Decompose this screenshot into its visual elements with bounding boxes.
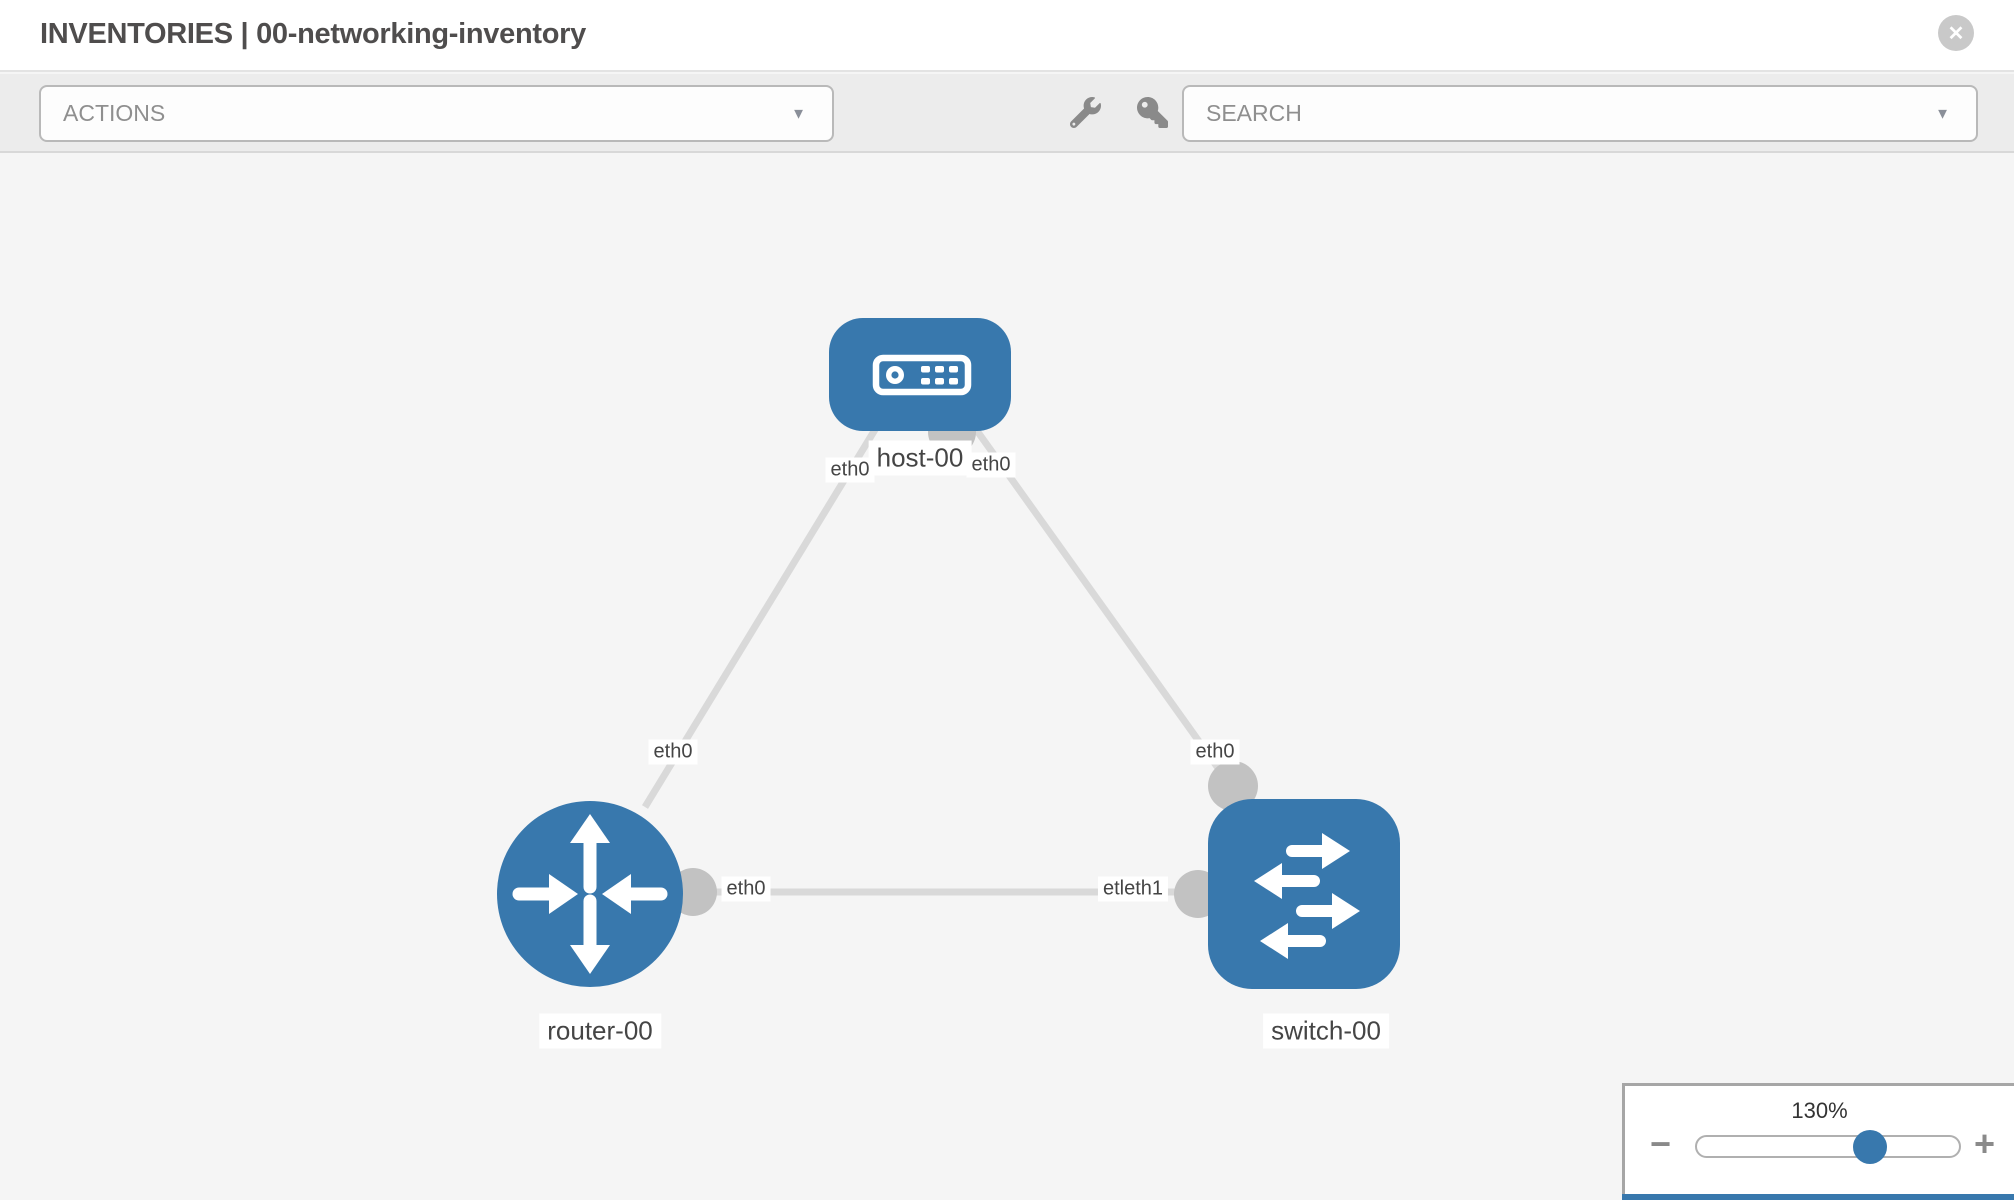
interface-label: eth0: [721, 876, 771, 902]
node-label-host: host-00: [868, 440, 972, 476]
zoom-control-panel: 130% − +: [1622, 1083, 2014, 1200]
search-dropdown[interactable]: SEARCH ▼: [1182, 85, 1978, 142]
interface-label: eth0: [648, 739, 698, 765]
chevron-down-icon: ▼: [791, 105, 806, 122]
actions-dropdown[interactable]: ACTIONS ▼: [39, 85, 834, 142]
switch-icon: [1254, 833, 1360, 959]
zoom-out-button[interactable]: −: [1650, 1123, 1672, 1164]
chevron-down-icon: ▼: [1935, 105, 1950, 122]
close-icon: ✕: [1947, 22, 1965, 45]
zoom-in-button[interactable]: +: [1974, 1123, 1996, 1164]
configure-tools-button[interactable]: [1063, 90, 1107, 134]
actions-dropdown-label: ACTIONS: [63, 100, 166, 126]
interface-label: eth0: [966, 452, 1016, 478]
link-host-switch[interactable]: [972, 425, 1236, 792]
router-icon: [512, 814, 668, 974]
credentials-button[interactable]: [1130, 90, 1174, 134]
node-switch-00[interactable]: [1208, 799, 1400, 989]
key-icon: [1136, 96, 1168, 128]
interface-label: eth0: [825, 457, 875, 483]
page-title: INVENTORIES | 00-networking-inventory: [40, 18, 586, 50]
close-button[interactable]: ✕: [1938, 15, 1974, 51]
node-router-00[interactable]: [497, 801, 683, 987]
node-label-router: router-00: [539, 1013, 661, 1049]
node-label-switch: switch-00: [1263, 1013, 1389, 1049]
toolbar: ACTIONS ▼ SEARCH ▼: [0, 74, 2014, 153]
port-switch-top: [1208, 761, 1258, 811]
zoom-level-value: 130%: [1791, 1098, 1848, 1123]
host-icon: [872, 354, 972, 396]
zoom-slider-track[interactable]: [1695, 1130, 1961, 1164]
topology-canvas[interactable]: host-00 router-00 switch-00 eth0 eth0 et…: [0, 155, 2014, 1200]
node-host-00[interactable]: [829, 318, 1011, 431]
interface-label: etleth1: [1097, 876, 1169, 902]
search-placeholder: SEARCH: [1206, 100, 1302, 126]
panel-accent-strip: [1622, 1194, 2014, 1200]
title-bar: INVENTORIES | 00-networking-inventory ✕: [0, 0, 2014, 72]
wrench-icon: [1069, 96, 1101, 128]
zoom-slider-thumb[interactable]: [1853, 1130, 1887, 1164]
interface-label: eth0: [1190, 739, 1240, 765]
